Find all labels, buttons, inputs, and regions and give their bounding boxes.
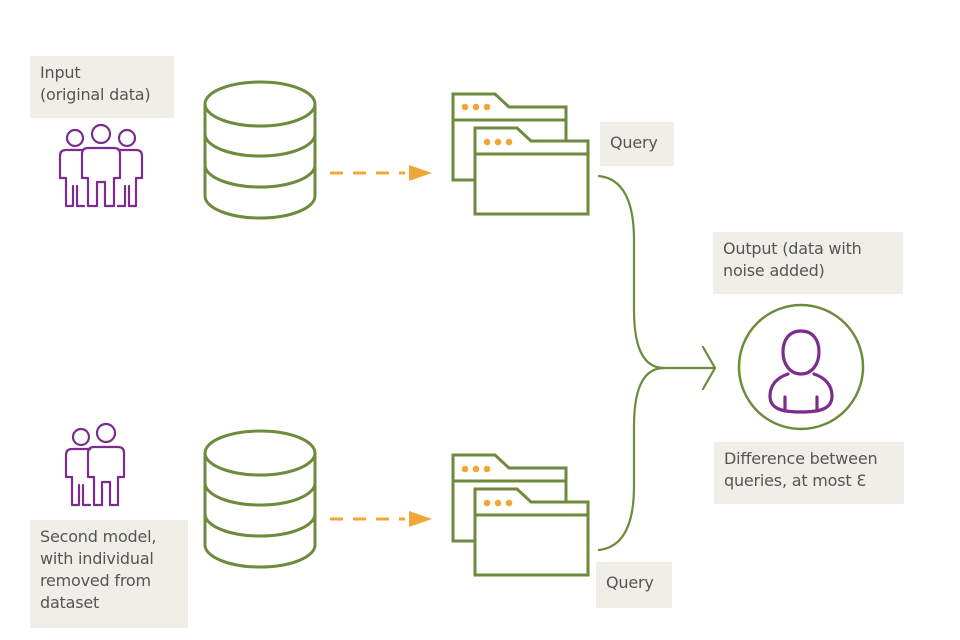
output-label-line: Output (data with [723, 239, 862, 258]
output-label: Output (data with noise added) [713, 232, 903, 294]
browser-windows-icon-top [451, 92, 590, 216]
output-label-line: noise added) [723, 261, 825, 280]
two-people-icon [64, 422, 126, 507]
query-label-text: Query [606, 573, 654, 592]
second-model-label-line: removed from [40, 571, 151, 590]
second-model-label-line: dataset [40, 593, 100, 612]
three-people-icon [58, 123, 144, 208]
difference-label: Difference between queries, at most Ɛ [714, 442, 904, 504]
browser-windows-icon-bottom [451, 453, 590, 577]
merge-connector [597, 174, 717, 552]
database-icon-bottom [203, 429, 317, 569]
second-model-label: Second model, with individual removed fr… [30, 520, 188, 628]
second-model-label-line: with individual [40, 549, 154, 568]
input-label-line: Input [40, 63, 81, 82]
difference-label-line: Difference between [724, 449, 878, 468]
input-label-line: (original data) [40, 85, 151, 104]
second-model-label-line: Second model, [40, 527, 157, 546]
query-label-text: Query [610, 133, 658, 152]
input-label: Input (original data) [30, 56, 174, 118]
difference-label-line: queries, at most Ɛ [724, 471, 866, 490]
query-label-bottom: Query [596, 562, 672, 608]
query-label-top: Query [600, 122, 674, 166]
output-person-icon [737, 303, 865, 431]
dashed-arrow-icon-bottom [330, 511, 432, 527]
database-icon-top [203, 80, 317, 220]
dashed-arrow-icon-top [330, 165, 432, 181]
